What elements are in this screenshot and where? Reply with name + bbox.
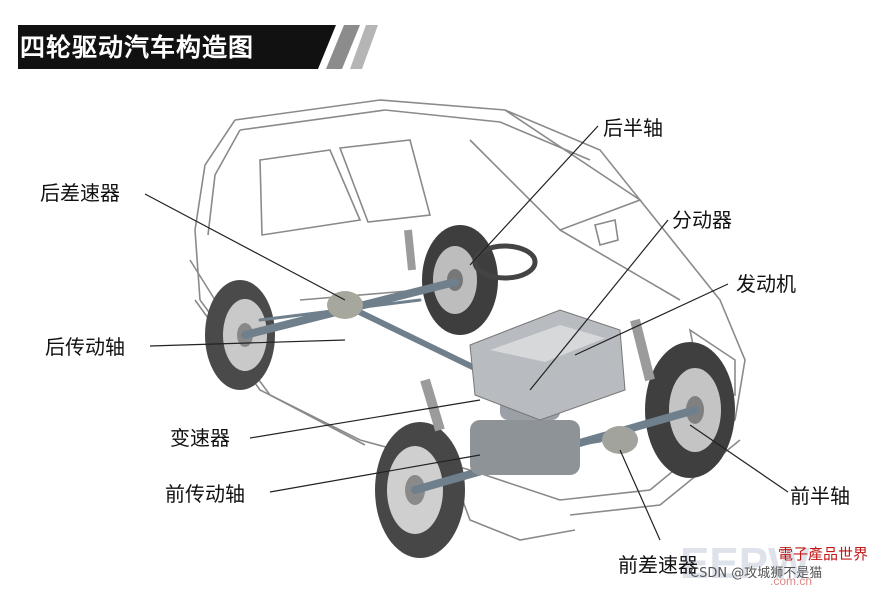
svg-text:EEPW: EEPW bbox=[680, 539, 810, 588]
site-watermark: 電子產品世界 bbox=[778, 545, 869, 563]
engine-cover bbox=[490, 325, 605, 362]
leader-engine bbox=[574, 283, 729, 356]
leader-lines bbox=[144, 125, 789, 541]
label-front-drive-shaft: 前传动轴 bbox=[165, 482, 245, 506]
label-transfer-case: 分动器 bbox=[672, 208, 732, 232]
leader-transfer-case bbox=[529, 219, 669, 391]
leader-rear-differential bbox=[144, 193, 346, 301]
rear-right-wheel bbox=[422, 225, 498, 335]
label-front-differential: 前差速器 bbox=[618, 553, 698, 577]
front-differential-housing bbox=[602, 426, 638, 454]
leader-rear-drive-shaft bbox=[149, 339, 346, 347]
diagram-title: 四轮驱动汽车构造图 bbox=[20, 33, 255, 62]
leader-transmission bbox=[249, 399, 481, 439]
label-rear-half-shaft: 后半轴 bbox=[603, 116, 663, 140]
leader-front-differential bbox=[619, 449, 661, 541]
steering-wheel bbox=[472, 243, 538, 281]
rear-differential-housing bbox=[327, 291, 363, 319]
label-front-half-shaft: 前半轴 bbox=[790, 484, 850, 508]
label-engine: 发动机 bbox=[736, 272, 796, 296]
leader-front-drive-shaft bbox=[269, 454, 481, 493]
label-rear-drive-shaft: 后传动轴 bbox=[45, 335, 125, 359]
title-banner bbox=[18, 25, 378, 69]
label-rear-differential: 后差速器 bbox=[40, 181, 120, 205]
watermark-logo: EEPW .com.cn bbox=[680, 539, 812, 588]
front-left-strut bbox=[420, 378, 445, 432]
leader-rear-half-shaft bbox=[469, 125, 599, 266]
components bbox=[327, 229, 655, 475]
label-transmission: 变速器 bbox=[170, 426, 230, 450]
wheels bbox=[205, 225, 735, 558]
csdn-watermark: CSDN @攻城狮不是猫 bbox=[690, 566, 823, 581]
leader-front-half-shaft bbox=[689, 424, 789, 493]
svg-text:.com.cn: .com.cn bbox=[770, 574, 812, 588]
rear-strut bbox=[404, 229, 416, 271]
engine-block bbox=[469, 309, 626, 421]
transmission-housing bbox=[470, 420, 580, 475]
front-strut bbox=[630, 318, 655, 382]
rear-left-wheel bbox=[205, 280, 275, 390]
